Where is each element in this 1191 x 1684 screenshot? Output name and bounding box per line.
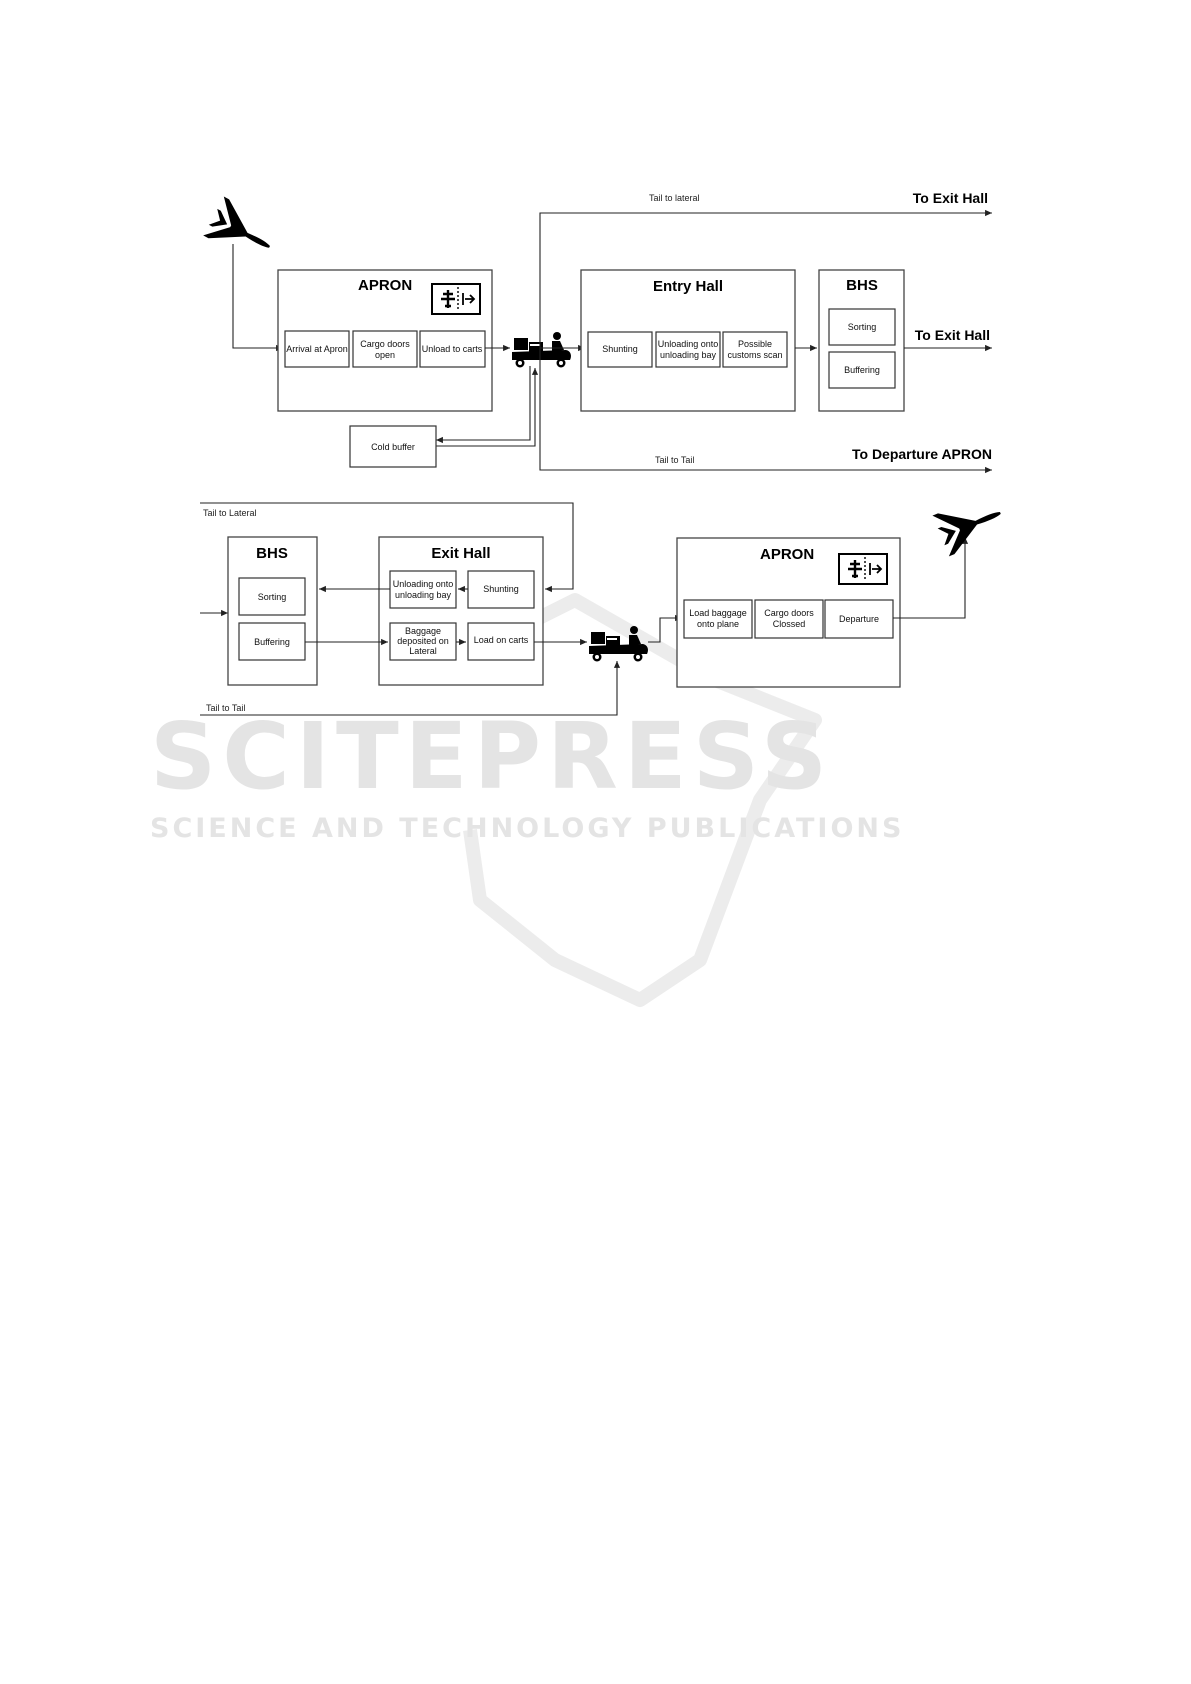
- to-exit-hall-1-label: To Exit Hall: [913, 190, 988, 206]
- sorting-bottom-label: Sorting: [258, 592, 287, 602]
- unload-to-carts-label: Unload to carts: [422, 344, 483, 354]
- cold-buffer-box: [349, 425, 437, 468]
- cargo-doors-open-box: [352, 330, 418, 368]
- tail-to-lateral-top-label: Tail to lateral: [649, 193, 700, 203]
- baggage-lateral-label-3: Lateral: [409, 646, 437, 656]
- departure-box: [824, 599, 894, 639]
- arrival-at-apron-box: [284, 330, 350, 368]
- baggage-lateral-label-1: Baggage: [405, 626, 441, 636]
- cold-buffer-label: Cold buffer: [371, 442, 415, 452]
- unloading-bay-bottom-label-1: Unloading onto: [393, 579, 454, 589]
- entry-hall-title: Entry Hall: [653, 278, 723, 295]
- baggage-lateral-label-2: deposited on: [397, 636, 449, 646]
- cargo-doors-open-label-1: Cargo doors: [360, 339, 410, 349]
- apron-bottom-title: APRON: [760, 546, 814, 563]
- tail-to-lateral-bottom-label: Tail to Lateral: [203, 508, 257, 518]
- tail-to-tail-top-label: Tail to Tail: [655, 455, 694, 465]
- to-departure-apron-label: To Departure APRON: [852, 446, 992, 462]
- load-onto-plane-box: [683, 599, 753, 639]
- cargo-doors-closed-box: [754, 599, 824, 639]
- shunting-top-box: [587, 331, 653, 368]
- buffering-top-box: [828, 351, 896, 389]
- unloading-bay-top-label-1: Unloading onto: [658, 339, 719, 349]
- tail-to-tail-line: [539, 348, 992, 474]
- shunting-bottom-box: [467, 570, 535, 609]
- cargo-doors-open-label-2: open: [375, 350, 395, 360]
- arrival-plane-icon: [203, 196, 281, 266]
- apron-top-title: APRON: [358, 277, 412, 294]
- tail-to-tail-bottom-line: [200, 661, 621, 716]
- load-on-carts-box: [467, 622, 535, 661]
- tail-to-lateral-bottom-line: [200, 502, 574, 593]
- sorting-bottom-box: [238, 577, 306, 616]
- watermark: SCITEPRESS SCIENCE AND TECHNOLOGY PUBLIC…: [150, 593, 904, 1007]
- sorting-top-label: Sorting: [848, 322, 877, 332]
- customs-scan-label-2: customs scan: [727, 350, 782, 360]
- from-cold-buffer-arrow: [436, 368, 539, 447]
- to-cold-buffer-arrow: [436, 366, 531, 444]
- baggage-lateral-box: [389, 622, 457, 661]
- buffering-top-label: Buffering: [844, 365, 880, 375]
- cargo-doors-closed-label-1: Cargo doors: [764, 608, 814, 618]
- load-onto-plane-label-2: onto plane: [697, 619, 739, 629]
- customs-scan-box: [722, 331, 788, 368]
- cart-to-apron-arrow: [648, 614, 682, 643]
- bhs-top-title: BHS: [846, 277, 878, 294]
- bhs-bottom-title: BHS: [256, 545, 288, 562]
- cargo-doors-closed-label-2: Clossed: [773, 619, 806, 629]
- unloading-bay-top-box: [655, 331, 721, 368]
- load-onto-plane-label-1: Load baggage: [689, 608, 747, 618]
- to-exit-hall-2-label: To Exit Hall: [915, 327, 990, 343]
- baggage-cart-icon: [512, 332, 571, 368]
- unloading-bay-bottom-label-2: unloading bay: [395, 590, 452, 600]
- sorting-top-box: [828, 308, 896, 346]
- customs-scan-label-1: Possible: [738, 339, 772, 349]
- gate-bottom-icon: [837, 552, 889, 586]
- unload-to-carts-box: [419, 330, 486, 368]
- departure-plane-icon: [932, 491, 1009, 557]
- buffering-bottom-label: Buffering: [254, 637, 290, 647]
- unloading-bay-top-label-2: unloading bay: [660, 350, 717, 360]
- departure-label: Departure: [839, 614, 879, 624]
- shunting-bottom-label: Shunting: [483, 584, 519, 594]
- load-on-carts-label: Load on carts: [474, 635, 529, 645]
- arrival-connector: [232, 244, 283, 352]
- gate-icon: [430, 282, 482, 316]
- exit-hall-title: Exit Hall: [431, 545, 490, 562]
- tail-to-tail-bottom-label: Tail to Tail: [206, 703, 245, 713]
- departure-connector: [893, 537, 969, 619]
- shunting-top-label: Shunting: [602, 344, 638, 354]
- arrival-at-apron-label: Arrival at Apron: [286, 344, 348, 354]
- unloading-bay-bottom-box: [389, 570, 457, 609]
- tail-to-lateral-line: [539, 209, 992, 348]
- watermark-sub: SCIENCE AND TECHNOLOGY PUBLICATIONS: [150, 813, 904, 844]
- watermark-main: SCITEPRESS: [150, 703, 833, 810]
